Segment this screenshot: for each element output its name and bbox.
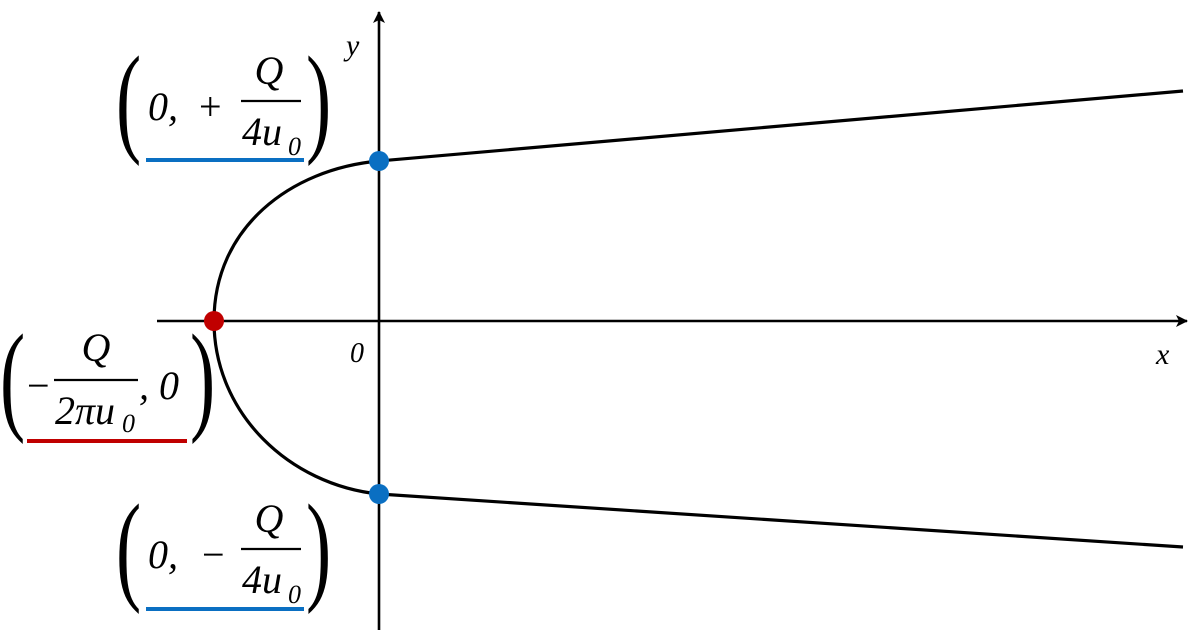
x-axis-label: x <box>1155 338 1170 371</box>
top-label-numerator: Q <box>255 48 284 93</box>
bottom-label-denominator: 4u <box>242 557 282 602</box>
top-label-lead: 0, <box>148 84 178 129</box>
half-body-curve <box>212 89 1184 549</box>
bottom-intercept-point <box>369 484 389 504</box>
bottom-label-sign: − <box>202 532 225 577</box>
left-label-open-paren: ( <box>0 310 25 445</box>
top-label-open-paren: ( <box>116 32 141 167</box>
left-label-trail: , 0 <box>139 363 179 408</box>
stagnation-point <box>204 311 224 331</box>
left-label-subscript: 0 <box>122 409 135 438</box>
bottom-label-open-paren: ( <box>116 480 141 615</box>
y-axis-label: y <box>343 29 360 62</box>
bottom-label-subscript: 0 <box>288 580 301 609</box>
top-label-denominator: 4u <box>242 109 282 154</box>
left-label-denominator: 2πu <box>55 388 115 433</box>
top-intercept-point <box>369 151 389 171</box>
bottom-point-label: ( 0, − Q 4u 0 ) <box>116 480 331 615</box>
top-label-close-paren: ) <box>306 32 331 167</box>
left-label-numerator: Q <box>82 325 111 370</box>
top-label-subscript: 0 <box>288 132 301 161</box>
stagnation-point-label: ( − Q 2πu 0 , 0 ) <box>0 310 215 445</box>
left-label-sign: − <box>27 363 50 408</box>
left-label-close-paren: ) <box>190 310 215 445</box>
bottom-label-numerator: Q <box>255 496 284 541</box>
origin-label: 0 <box>350 338 364 369</box>
bottom-label-lead: 0, <box>148 532 178 577</box>
top-label-sign: + <box>199 84 222 129</box>
top-point-label: ( 0, + Q 4u 0 ) <box>116 32 331 167</box>
bottom-label-close-paren: ) <box>306 480 331 615</box>
